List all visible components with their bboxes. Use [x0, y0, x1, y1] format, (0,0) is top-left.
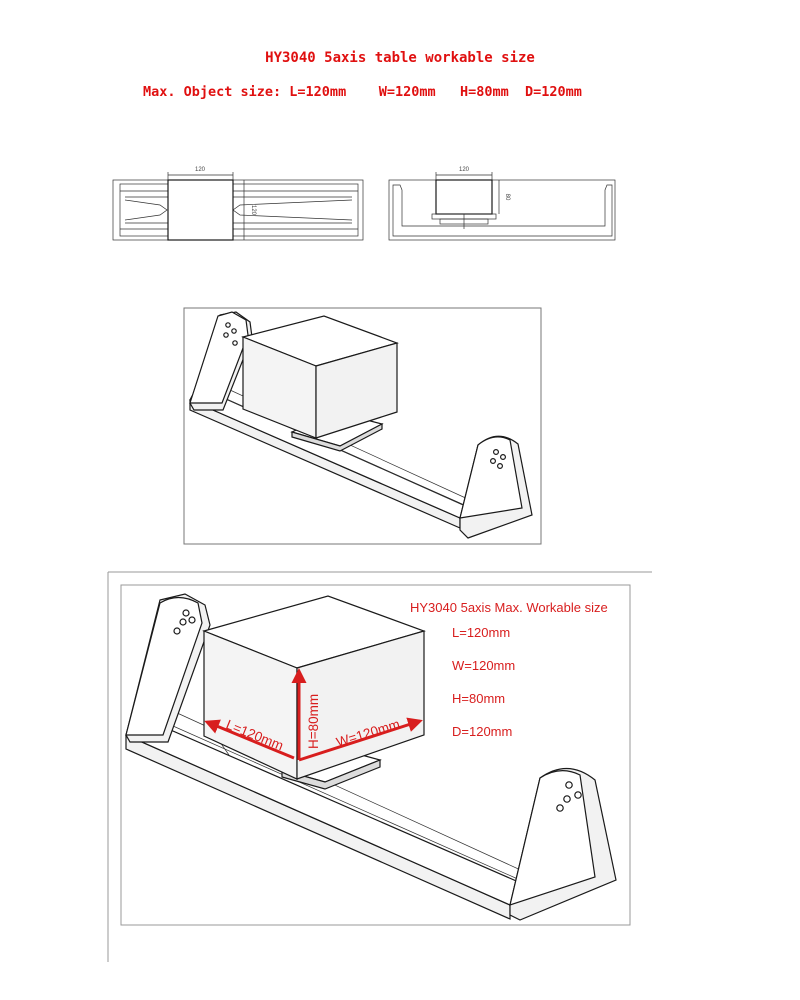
spec-height: H=80mm	[452, 691, 505, 706]
workable-size-heading: HY3040 5axis Max. Workable size	[410, 600, 608, 615]
height-label: H=80mm	[306, 694, 321, 749]
max-object-size-line: Max. Object size: L=120mm W=120mm H=80mm…	[143, 84, 582, 100]
front-view-width-dim: 120	[459, 167, 470, 173]
spec-depth: D=120mm	[452, 724, 512, 739]
spec-width: W=120mm	[452, 658, 515, 673]
page-title: HY3040 5axis table workable size	[265, 50, 535, 66]
top-view-length-dim: 120	[250, 205, 256, 216]
width-arrow	[298, 717, 423, 762]
front-view-height-dim: 80	[504, 194, 510, 201]
front-view-drawing: 120 80	[388, 167, 616, 241]
top-view-width-dim: 120	[195, 167, 206, 173]
annotated-isometric-view: L=120mm H=80mm W=120mm HY3040 5axis Max.…	[107, 571, 652, 962]
spec-length: L=120mm	[452, 625, 510, 640]
top-view-drawing: 120 120	[112, 167, 364, 241]
isometric-view	[183, 307, 542, 545]
length-arrow	[204, 719, 295, 760]
